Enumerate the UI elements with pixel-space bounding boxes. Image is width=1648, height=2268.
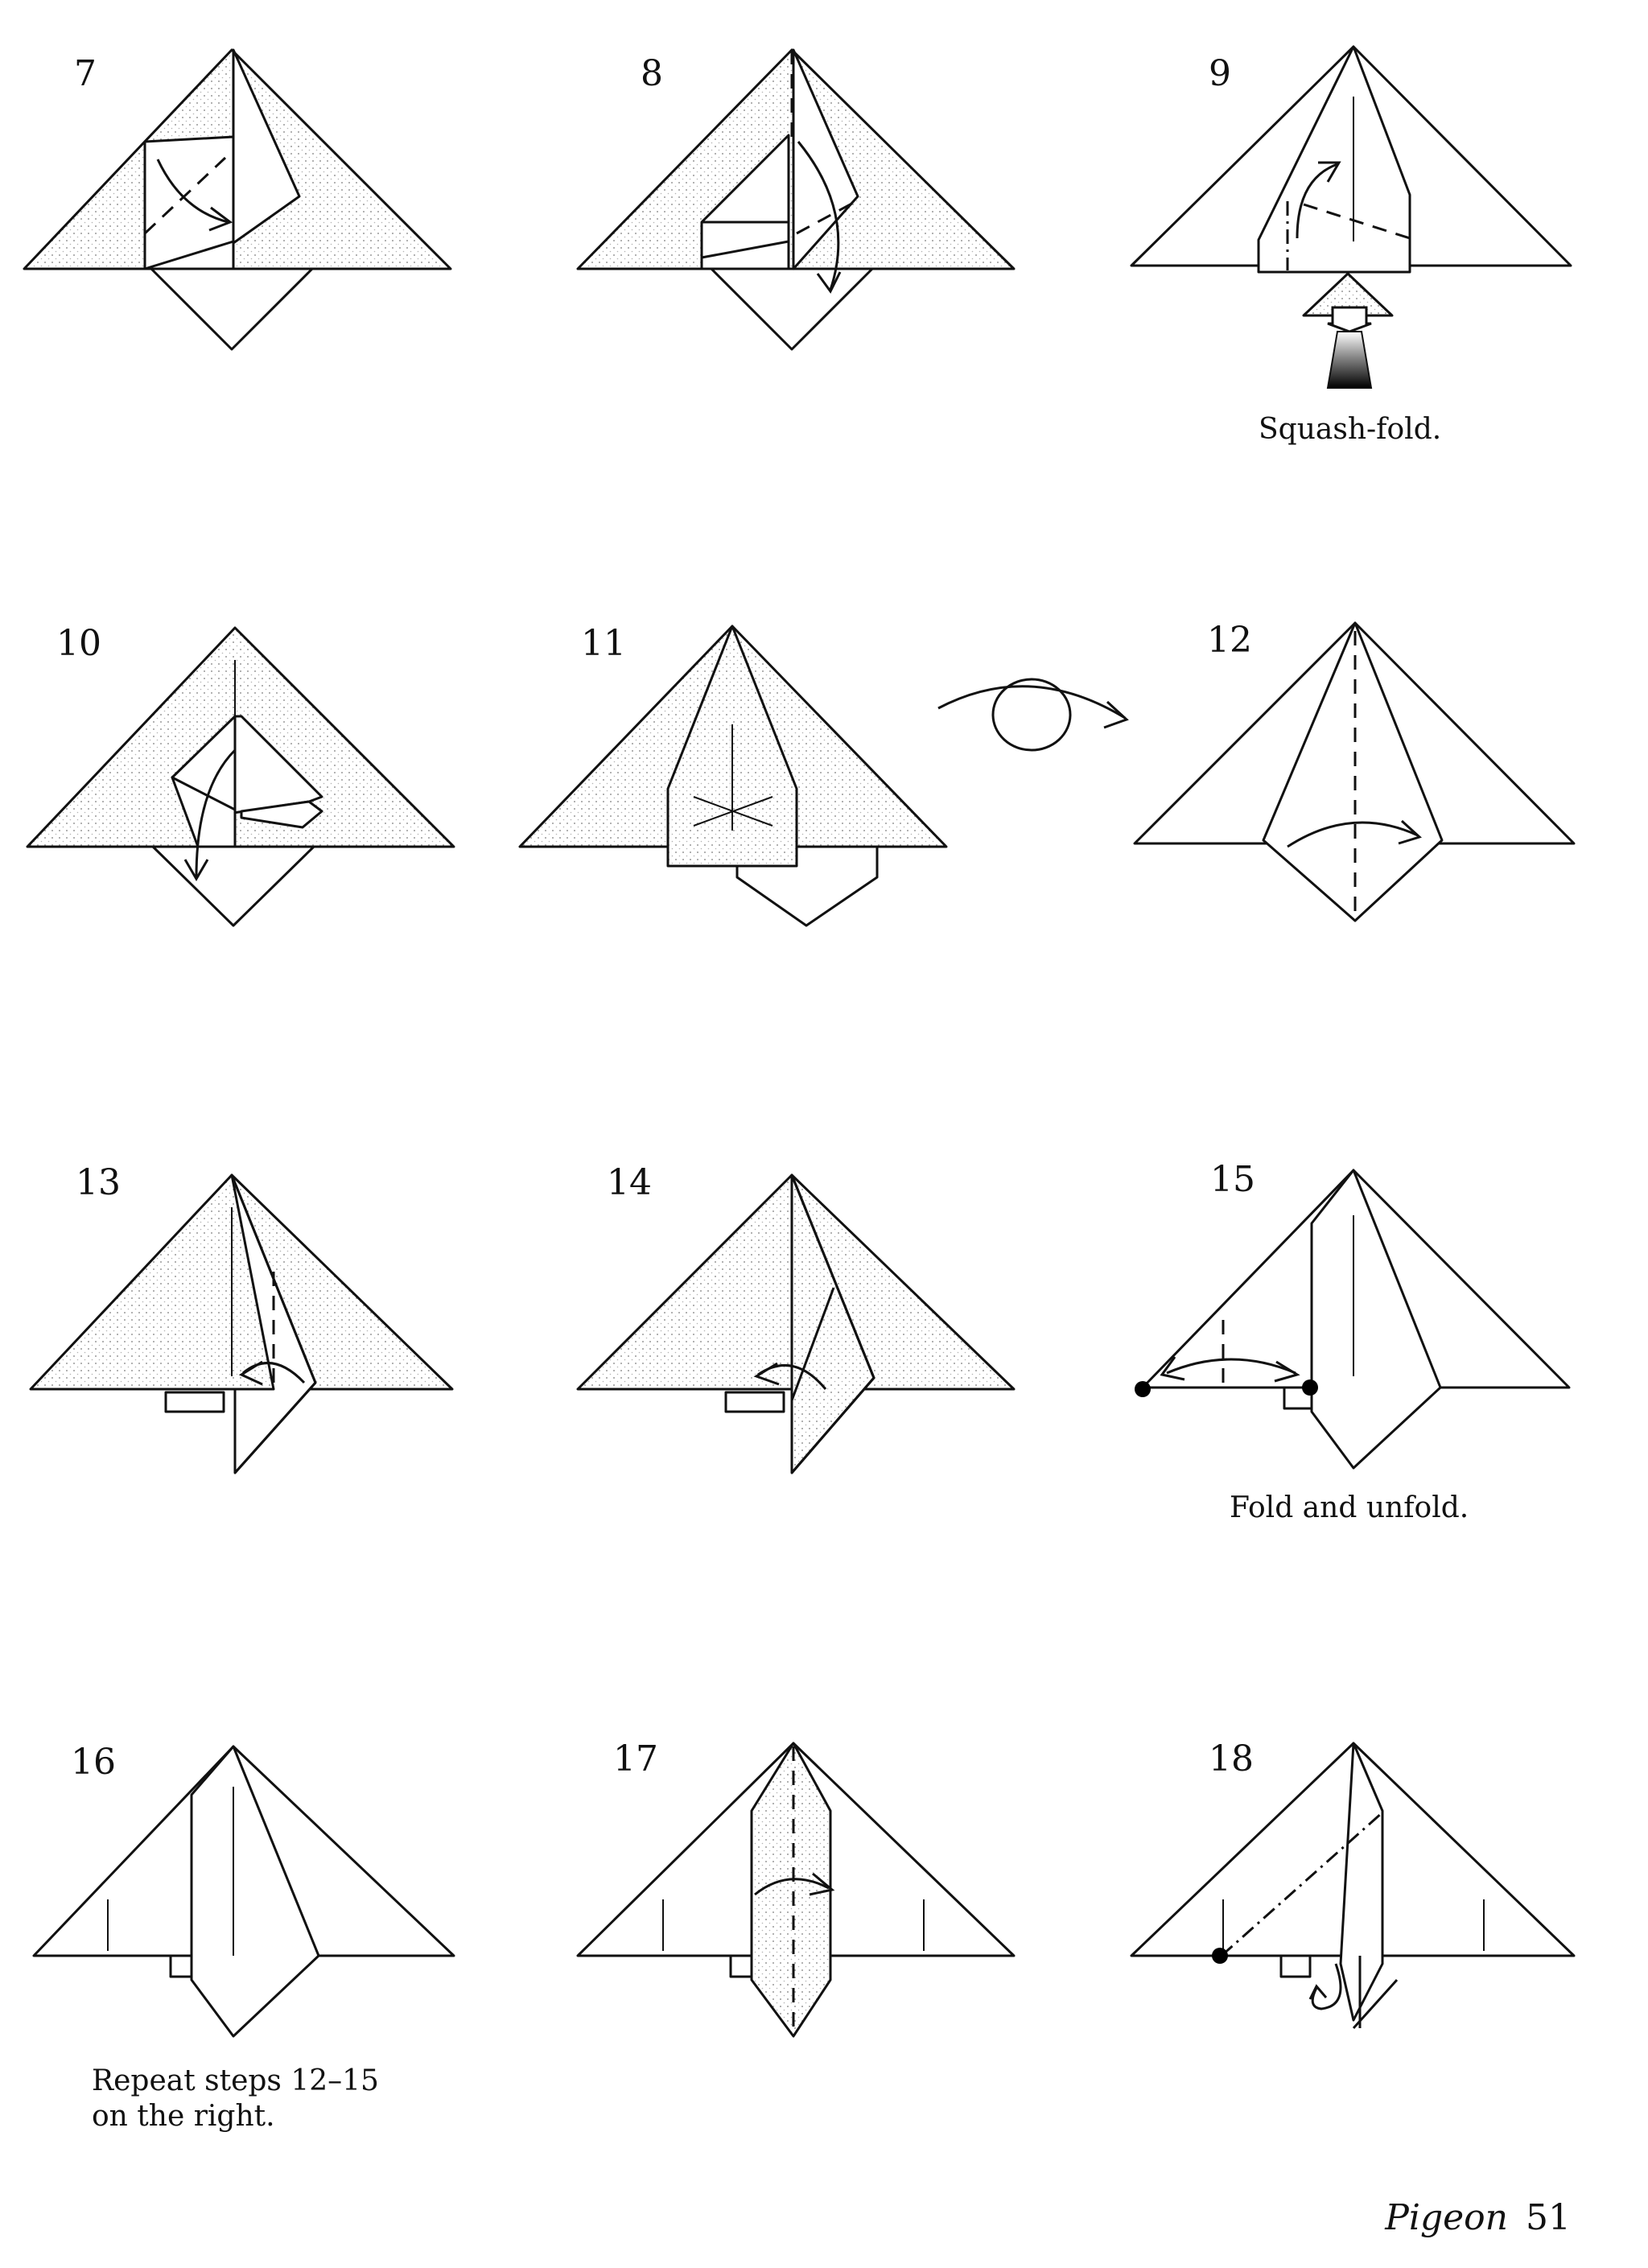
book-section-title: Pigeon — [1385, 2197, 1508, 2238]
step-17: 17 — [547, 1722, 1094, 2141]
step-number: 16 — [71, 1742, 116, 1783]
step-17-diagram — [576, 1742, 1016, 2038]
step-number: 14 — [607, 1162, 652, 1203]
step-7-diagram — [23, 48, 452, 351]
step-number: 13 — [76, 1162, 121, 1203]
step-number: 18 — [1209, 1738, 1254, 1779]
step-14: 14 — [547, 1159, 1094, 1529]
step-7: 7 — [0, 0, 547, 451]
step-9: 9 Squash-fold. — [1094, 0, 1648, 451]
step-8-diagram — [576, 48, 1016, 351]
step-number: 17 — [613, 1738, 658, 1779]
turn-over-icon — [937, 678, 1129, 752]
step-16-caption: Repeat steps 12–15 on the right. — [92, 2064, 379, 2133]
step-10-diagram — [26, 626, 455, 927]
step-16-diagram — [32, 1745, 455, 2038]
step-number: 15 — [1210, 1159, 1255, 1200]
step-9-diagram — [1130, 45, 1572, 389]
step-18-diagram — [1130, 1742, 1576, 2030]
step-number: 12 — [1207, 620, 1252, 661]
step-10: 10 — [0, 612, 547, 982]
step-number: 8 — [641, 53, 663, 94]
step-8: 8 — [547, 0, 1094, 451]
step-11-diagram — [518, 625, 948, 927]
step-13: 13 — [0, 1159, 547, 1529]
step-12-diagram — [1133, 621, 1576, 922]
step-12: 12 — [1094, 612, 1648, 982]
page-number: 51 — [1526, 2197, 1571, 2238]
step-14-diagram — [576, 1173, 1016, 1474]
step-13-diagram — [29, 1173, 454, 1474]
step-11: 11 — [515, 612, 1094, 982]
step-16: 16 Repeat steps 12–15 on the right. — [0, 1722, 547, 2141]
step-number: 7 — [74, 53, 97, 94]
step-15-caption: Fold and unfold. — [1230, 1491, 1469, 1524]
step-15-diagram — [1135, 1169, 1571, 1470]
step-number: 11 — [581, 623, 626, 664]
page-footer: Pigeon 51 — [1385, 2197, 1571, 2238]
step-18: 18 — [1094, 1722, 1648, 2141]
step-number: 10 — [56, 623, 101, 664]
step-number: 9 — [1209, 53, 1231, 94]
step-9-caption: Squash-fold. — [1259, 413, 1442, 446]
step-15: 15 Fold and unfold. — [1094, 1159, 1648, 1529]
turn-over-symbol — [925, 644, 1135, 773]
